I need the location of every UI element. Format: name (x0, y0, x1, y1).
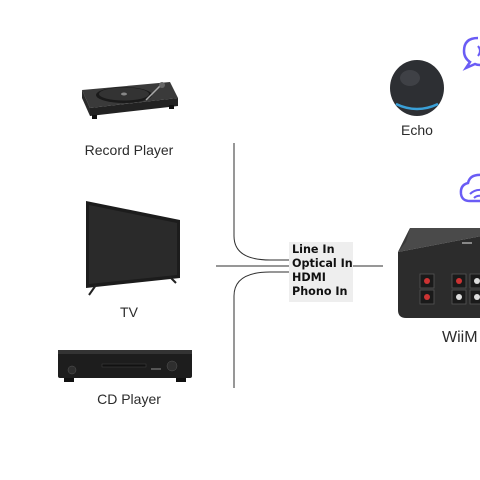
inputs-list: Line In Optical In HDMI Phono In (289, 242, 353, 302)
cd-player-label: CD Player (97, 391, 161, 407)
input-line-in: Line In (292, 243, 335, 256)
smart-speaker-icon (390, 60, 444, 116)
turntable-icon (82, 82, 178, 119)
record-player-label: Record Player (84, 142, 174, 158)
streamer-icon (398, 228, 480, 318)
input-phono-in: Phono In (292, 285, 348, 298)
tv-label: TV (120, 304, 138, 320)
input-optical-in: Optical In (292, 257, 353, 270)
wiim-label: WiiM (442, 329, 478, 346)
echo-label: Echo (401, 122, 433, 138)
voice-command-icon (462, 36, 480, 71)
cd-player-icon (58, 350, 192, 382)
wifi-cloud-icon (459, 173, 480, 203)
input-hdmi: HDMI (292, 271, 326, 284)
tv-icon (86, 201, 180, 296)
